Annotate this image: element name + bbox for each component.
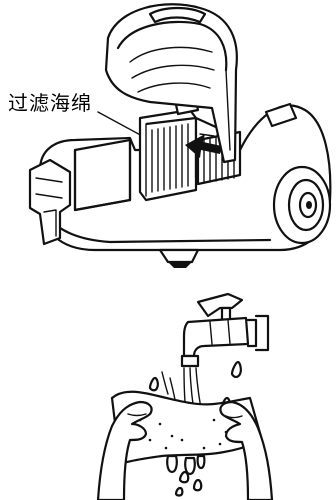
left-hand bbox=[96, 400, 153, 500]
rear-wheel bbox=[272, 165, 332, 245]
front-caster bbox=[158, 248, 200, 264]
right-hand bbox=[219, 400, 274, 500]
washing-sponge-under-tap-icon bbox=[96, 292, 274, 500]
insert-arrow bbox=[185, 134, 222, 158]
vacuum-cleaner-icon bbox=[28, 3, 332, 268]
filter-sponge-label: 过滤海绵 bbox=[8, 91, 92, 115]
faucet-icon bbox=[180, 292, 270, 368]
dust-compartment bbox=[73, 138, 132, 212]
side-button bbox=[264, 102, 298, 128]
open-lid bbox=[104, 3, 238, 164]
